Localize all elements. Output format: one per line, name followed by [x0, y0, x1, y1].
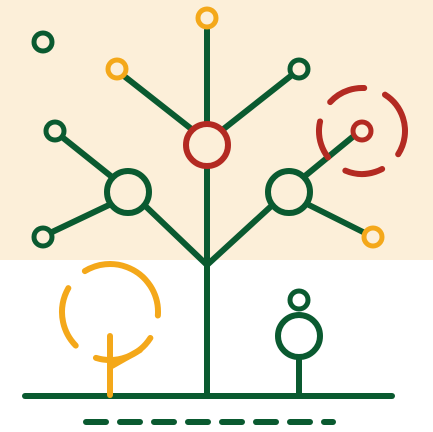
top-left-yellow-node-icon	[105, 57, 129, 81]
left-lower-branch	[47, 202, 112, 236]
dashed-circle-tree-icon	[59, 261, 161, 398]
right-lower-branch	[306, 202, 368, 236]
left-upper-branch	[59, 134, 115, 180]
center-red-node-icon	[183, 121, 231, 169]
top-right-branch	[218, 72, 295, 134]
left-upper-end-node-icon	[43, 119, 67, 143]
target-ring-icon	[316, 85, 408, 177]
top-left-floating-node-icon	[31, 30, 55, 54]
dashed-tree-canopy	[59, 261, 161, 363]
left-branch-node-icon	[104, 168, 152, 216]
target-center-node-icon	[350, 119, 374, 143]
right-branch-node-icon	[265, 168, 313, 216]
top-left-branch	[121, 73, 197, 134]
small-tree-canopy	[275, 312, 323, 360]
left-lower-end-node-icon	[31, 225, 55, 249]
top-right-end-node-icon	[287, 57, 311, 81]
top-yellow-node-icon	[195, 6, 219, 30]
left-main-branch	[135, 196, 210, 268]
small-tree-icon	[275, 288, 323, 398]
dashed-tree-branch	[107, 347, 143, 370]
small-tree-top-node	[287, 288, 311, 312]
right-main-branch	[204, 196, 282, 268]
right-lower-yellow-node-icon	[361, 225, 385, 249]
